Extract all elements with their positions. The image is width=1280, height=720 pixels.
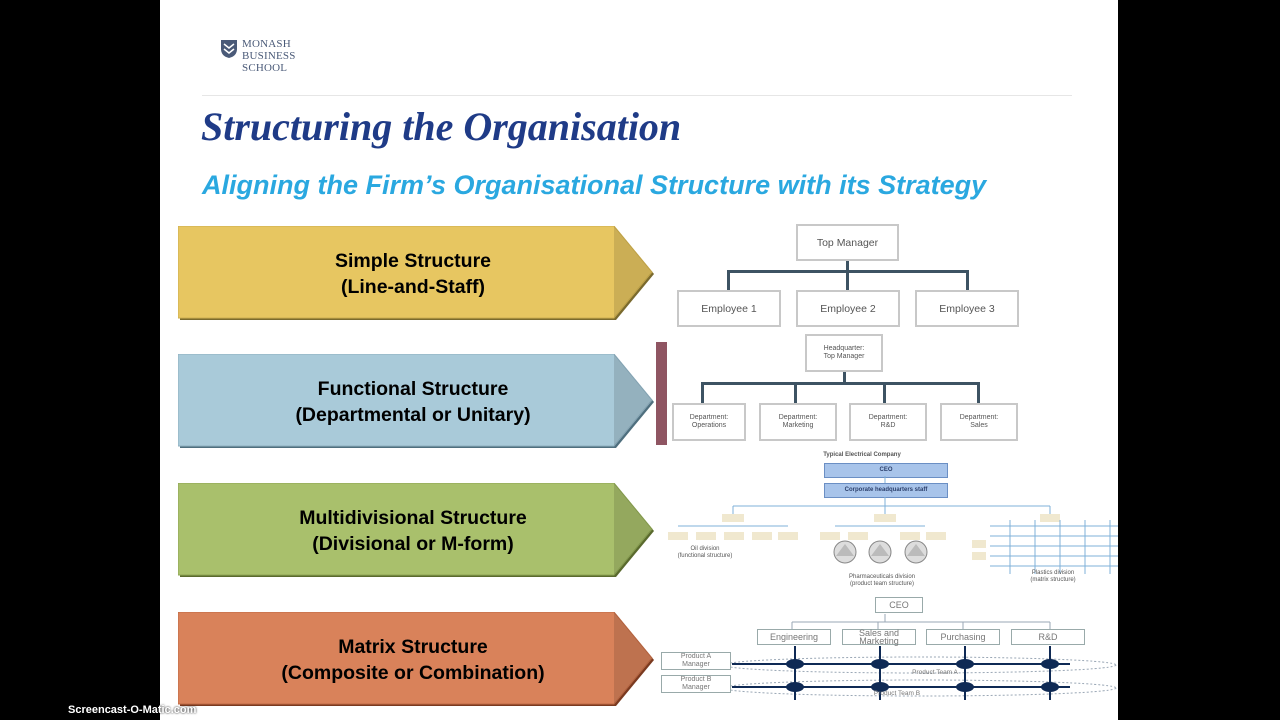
division-label: Oil division (functional structure) (660, 546, 750, 560)
team-label: Product Team B (873, 690, 921, 697)
arrow-shape (178, 612, 654, 706)
arrow-functional-structure: Functional Structure (Departmental or Un… (178, 354, 656, 450)
arrow-shape (178, 483, 654, 577)
structure-name: Multidivisional Structure (299, 507, 527, 529)
connector (846, 270, 849, 290)
connector (727, 270, 730, 290)
connector (701, 382, 704, 403)
employee-box: Employee 3 (915, 290, 1019, 327)
structure-alias: (Divisional or M-form) (312, 533, 514, 555)
structure-name: Functional Structure (317, 378, 509, 400)
division-type: (product team structure) (849, 581, 915, 587)
manager-role: Manager (682, 661, 710, 668)
department-box: Department: Sales (940, 403, 1018, 441)
logo-line-2: BUSINESS (242, 50, 296, 62)
slide-subtitle: Aligning the Firm’s Organisational Struc… (202, 170, 987, 200)
headquarter-box: Headquarter: Top Manager (805, 334, 883, 372)
connector (977, 382, 980, 403)
connector (701, 382, 980, 385)
manager-role: Manager (682, 684, 710, 691)
structure-name: Matrix Structure (338, 636, 488, 658)
function-box: Purchasing (926, 629, 1000, 645)
manager-product: Product A (680, 653, 712, 660)
accent-bar (656, 342, 667, 445)
division-type: (matrix structure) (1030, 577, 1076, 583)
slide: MONASH BUSINESS SCHOOL Structuring the O… (160, 0, 1118, 720)
arrow-shape (178, 354, 654, 448)
logo-line-1: MONASH (242, 38, 291, 50)
structure-alias: (Line-and-Staff) (340, 276, 486, 298)
logo-line-3: SCHOOL (242, 62, 288, 74)
function-box: R&D (1011, 629, 1085, 645)
connector (846, 261, 849, 271)
division-name: Oil division (690, 546, 720, 552)
product-manager-box: Product B Manager (661, 675, 731, 693)
department-box: Department: R&D (849, 403, 927, 441)
team-label: Product Team A (912, 669, 958, 676)
employee-box: Employee 2 (796, 290, 900, 327)
divisional-diagram (668, 476, 1118, 574)
hq-label: Headquarter: (823, 345, 865, 352)
arrow-multidivisional-structure: Multidivisional Structure (Divisional or… (178, 483, 656, 579)
arrow-simple-structure: Simple Structure (Line-and-Staff) (178, 226, 656, 322)
hq-staff-box: Corporate headquarters staff (824, 483, 948, 498)
connector (966, 270, 969, 290)
division-type: (functional structure) (677, 553, 733, 559)
dept-label: Department: (959, 414, 999, 421)
ceo-box: CEO (824, 463, 948, 478)
arrow-shape (178, 226, 654, 320)
manager-product: Product B (680, 676, 712, 683)
structure-alias: (Departmental or Unitary) (295, 404, 531, 426)
crest-icon (221, 40, 237, 58)
matrix-ceo-box: CEO (875, 597, 923, 613)
connector (794, 382, 797, 403)
division-label: Plastics division (matrix structure) (1008, 570, 1098, 584)
employee-box: Employee 1 (677, 290, 781, 327)
department-box: Department: Marketing (759, 403, 837, 441)
structure-name: Simple Structure (334, 250, 492, 272)
dept-label: Department: (868, 414, 908, 421)
dept-label: Department: (689, 414, 729, 421)
matrix-diagram (723, 614, 1117, 700)
connector (883, 382, 886, 403)
watermark: Screencast-O-Matic.com (68, 704, 197, 716)
function-box: Sales and Marketing (842, 629, 916, 646)
top-manager-box: Top Manager (796, 224, 899, 261)
arrow-matrix-structure: Matrix Structure (Composite or Combinati… (178, 612, 656, 708)
structure-alias: (Composite or Combination) (281, 662, 545, 684)
header-divider (202, 95, 1072, 96)
function-box: Engineering (757, 629, 831, 645)
connector (843, 372, 846, 383)
dept-name: Marketing (782, 422, 814, 429)
product-manager-box: Product A Manager (661, 652, 731, 670)
dept-name: R&D (880, 422, 896, 429)
company-name: Typical Electrical Company (823, 452, 901, 458)
dept-label: Department: (778, 414, 818, 421)
dept-name: Operations (691, 422, 727, 429)
slide-title: Structuring the Organisation (201, 104, 682, 149)
division-label: Pharmaceuticals division (product team s… (832, 574, 932, 588)
dept-name: Sales (970, 422, 988, 429)
monash-logo: MONASH BUSINESS SCHOOL (220, 38, 296, 74)
hq-role: Top Manager (823, 353, 865, 360)
division-name: Plastics division (1031, 570, 1075, 576)
department-box: Department: Operations (672, 403, 746, 441)
division-name: Pharmaceuticals division (848, 574, 916, 580)
